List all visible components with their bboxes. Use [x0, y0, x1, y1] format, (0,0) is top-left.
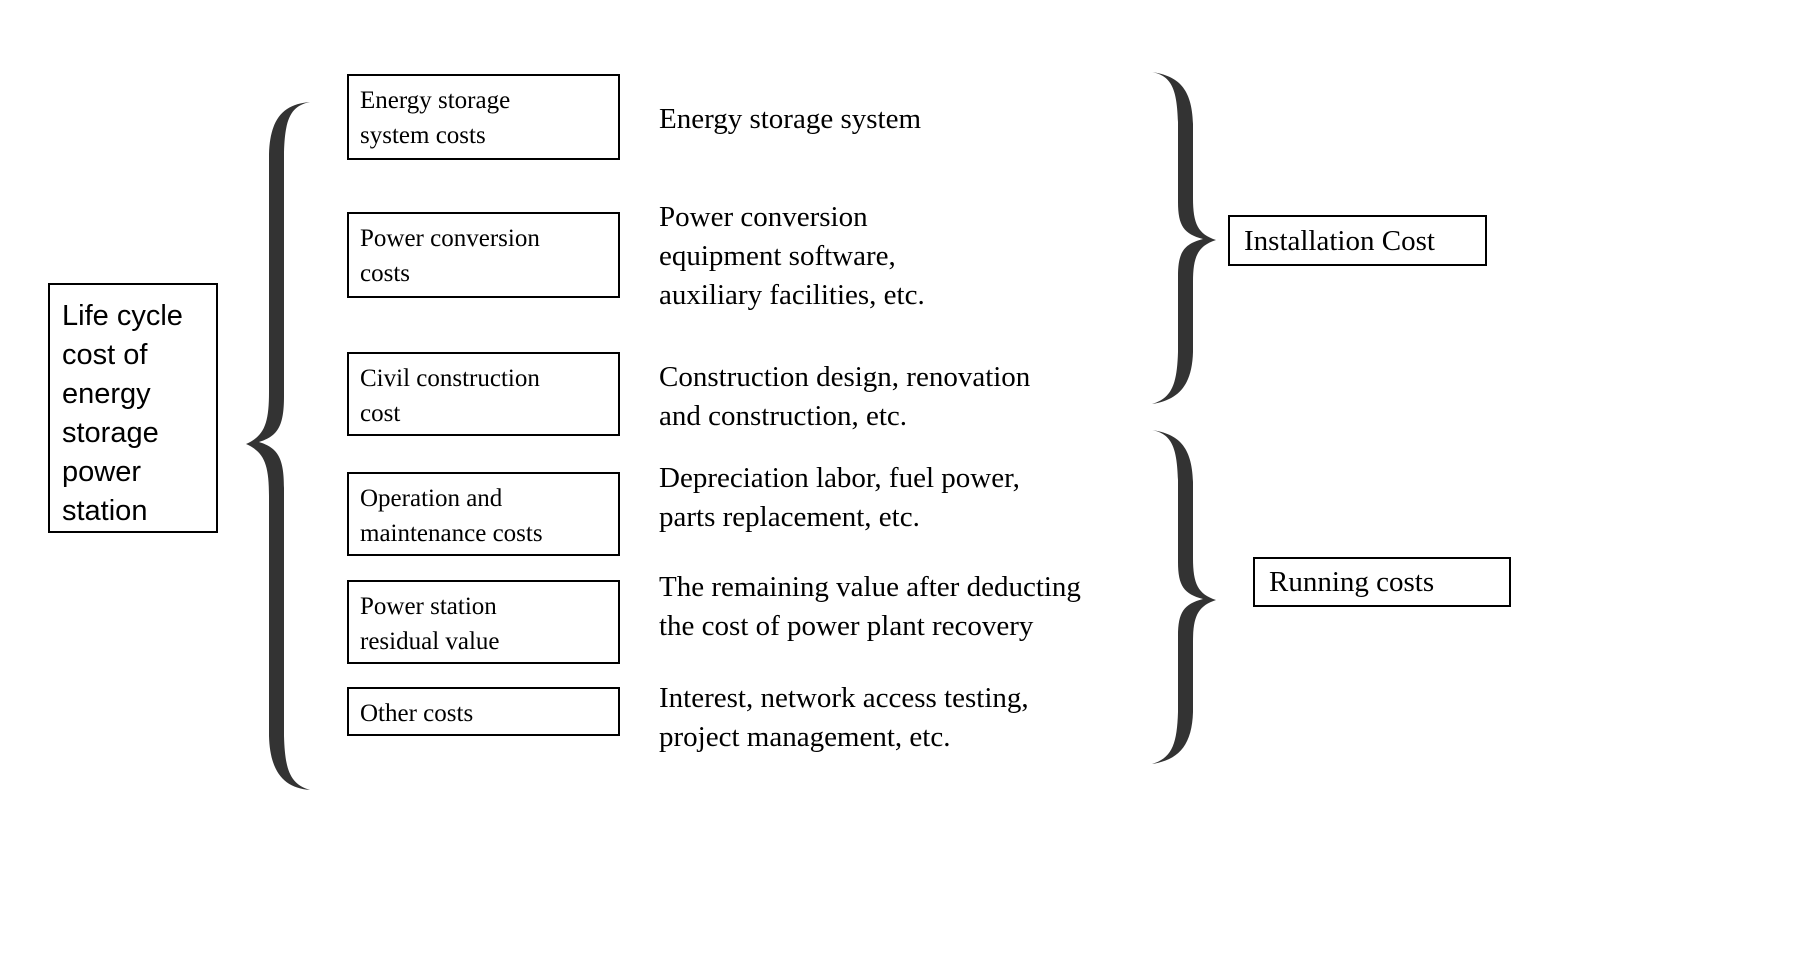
description-energy-storage-system-costs: Energy storage system	[659, 103, 922, 135]
category-box-power-station-residual-value: Power station residual value	[347, 580, 620, 664]
root-node-life-cycle-cost: Life cycle cost of energy storage power …	[48, 283, 218, 533]
category-box-energy-storage-system-costs: Energy storage system costs	[347, 74, 620, 160]
root-node-label: Life cycle cost of energy storage power …	[62, 300, 183, 527]
description-power-station-residual-value: The remaining value after deducting the …	[659, 571, 1081, 642]
category-label: Civil construction cost	[360, 365, 540, 427]
category-label: Energy storage system costs	[360, 87, 511, 149]
group-label: Running costs	[1269, 566, 1435, 598]
category-box-power-conversion-costs: Power conversion costs	[347, 212, 620, 298]
group-label: Installation Cost	[1244, 224, 1435, 257]
description-operation-and-maintenance-costs: Depreciation labor, fuel power, parts re…	[659, 462, 1020, 533]
category-label: Power conversion costs	[360, 225, 540, 287]
group-box-installation-cost: Installation Cost	[1228, 215, 1487, 266]
category-box-civil-construction-cost: Civil construction cost	[347, 352, 620, 436]
category-box-other-costs: Other costs	[347, 687, 620, 736]
category-box-operation-and-maintenance-costs: Operation and maintenance costs	[347, 472, 620, 556]
description-power-conversion-costs: Power conversion equipment software, aux…	[659, 201, 925, 311]
category-label: Operation and maintenance costs	[360, 485, 543, 547]
main-left-brace-icon	[246, 102, 310, 790]
description-civil-construction-cost: Construction design, renovation and cons…	[659, 361, 1031, 432]
description-other-costs: Interest, network access testing, projec…	[659, 682, 1029, 753]
category-label: Other costs	[360, 700, 474, 727]
group-box-running-costs: Running costs	[1253, 557, 1511, 607]
category-label: Power station residual value	[360, 593, 500, 655]
